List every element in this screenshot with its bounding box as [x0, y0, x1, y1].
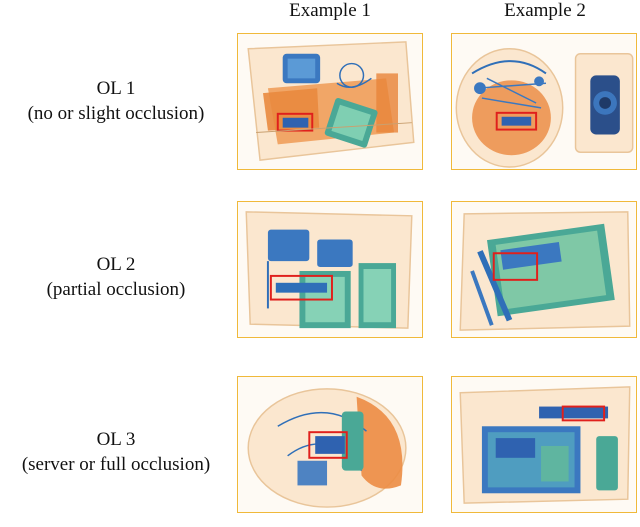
xray-image-ol2-example2 — [451, 201, 637, 338]
xray-scan — [452, 377, 636, 512]
xray-image-ol3-example1 — [237, 376, 423, 513]
row-subtitle: (no or slight occlusion) — [27, 103, 205, 124]
row-title: OL 3 — [96, 429, 136, 450]
row-title: OL 1 — [96, 78, 136, 99]
xray-scan — [238, 202, 422, 337]
row-label-ol2: OL 2 (partial occlusion) — [0, 252, 232, 302]
xray-image-ol1-example2 — [451, 33, 637, 170]
xray-scan — [452, 34, 636, 169]
column-header-example-2: Example 2 — [504, 0, 586, 21]
xray-scan — [238, 377, 422, 512]
xray-image-ol3-example2 — [451, 376, 637, 513]
row-title: OL 2 — [96, 254, 136, 275]
xray-image-ol1-example1 — [237, 33, 423, 170]
row-label-ol3: OL 3 (server or full occlusion) — [0, 427, 232, 477]
row-subtitle: (server or full occlusion) — [21, 454, 211, 475]
xray-scan — [452, 202, 636, 337]
row-subtitle: (partial occlusion) — [46, 279, 186, 300]
xray-scan — [238, 34, 422, 169]
column-header-example-1: Example 1 — [289, 0, 371, 21]
xray-image-ol2-example1 — [237, 201, 423, 338]
row-label-ol1: OL 1 (no or slight occlusion) — [0, 76, 232, 126]
